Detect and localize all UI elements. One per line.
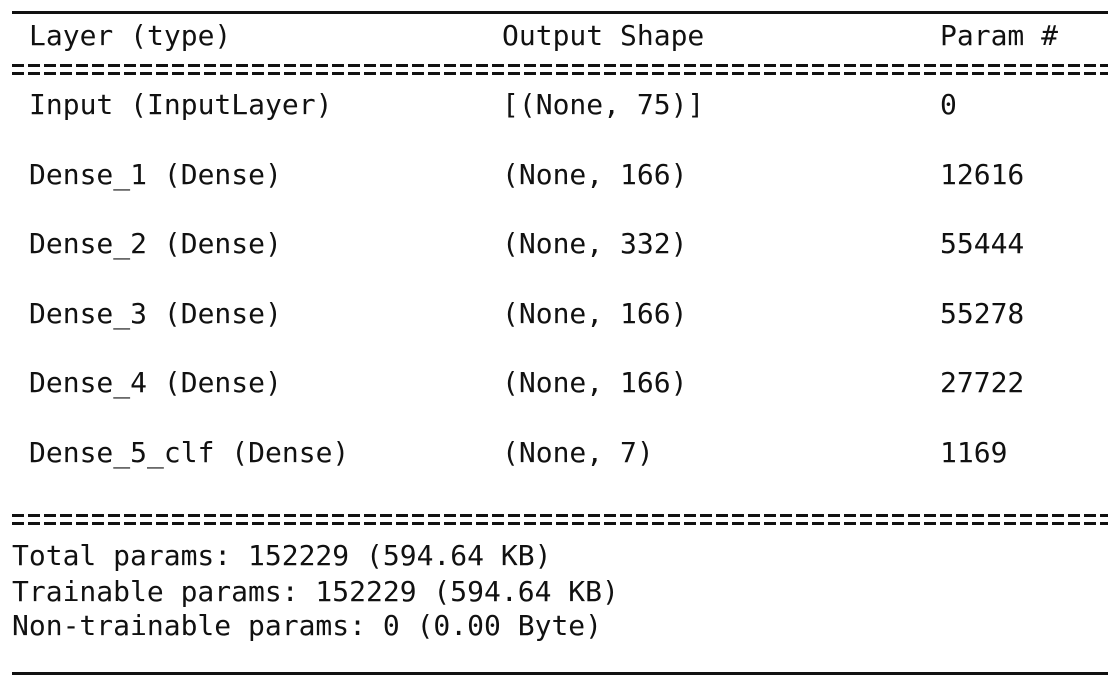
layer-name: Dense_2 (Dense) [29,227,282,260]
total-params: Total params: 152229 (594.64 KB) [12,539,552,572]
layer-name: Dense_5_clf (Dense) [29,436,350,469]
non-trainable-params: Non-trainable params: 0 (0.00 Byte) [12,609,603,642]
param-count: 27722 [940,366,1025,399]
table-row: Dense_2 (Dense) (None, 332) 55444 [0,228,1118,260]
table-row: Dense_1 (Dense) (None, 166) 12616 [0,159,1118,191]
table-row: Input (InputLayer) [(None, 75)] 0 [0,89,1118,121]
layer-name: Dense_1 (Dense) [29,158,282,191]
header-output-shape: Output Shape [502,19,705,52]
header-param-count: Param # [940,19,1059,52]
footer-double-rule [12,514,1108,528]
output-shape: [(None, 75)] [502,88,705,121]
param-count: 12616 [940,158,1025,191]
output-shape: (None, 166) [502,158,688,191]
table-row: Dense_3 (Dense) (None, 166) 55278 [0,298,1118,330]
layer-name: Dense_4 (Dense) [29,366,282,399]
param-count: 0 [940,88,957,121]
param-count: 55444 [940,227,1025,260]
top-rule [12,11,1108,14]
table-row: Dense_5_clf (Dense) (None, 7) 1169 [0,437,1118,469]
layer-name: Dense_3 (Dense) [29,297,282,330]
output-shape: (None, 7) [502,436,654,469]
trainable-params: Trainable params: 152229 (594.64 KB) [12,575,619,608]
param-count: 55278 [940,297,1025,330]
header-layer-type: Layer (type) [29,19,232,52]
output-shape: (None, 166) [502,366,688,399]
table-row: Dense_4 (Dense) (None, 166) 27722 [0,367,1118,399]
param-count: 1169 [940,436,1008,469]
bottom-rule [12,672,1108,675]
output-shape: (None, 166) [502,297,688,330]
layer-name: Input (InputLayer) [29,88,333,121]
header-double-rule [12,64,1108,78]
output-shape: (None, 332) [502,227,688,260]
